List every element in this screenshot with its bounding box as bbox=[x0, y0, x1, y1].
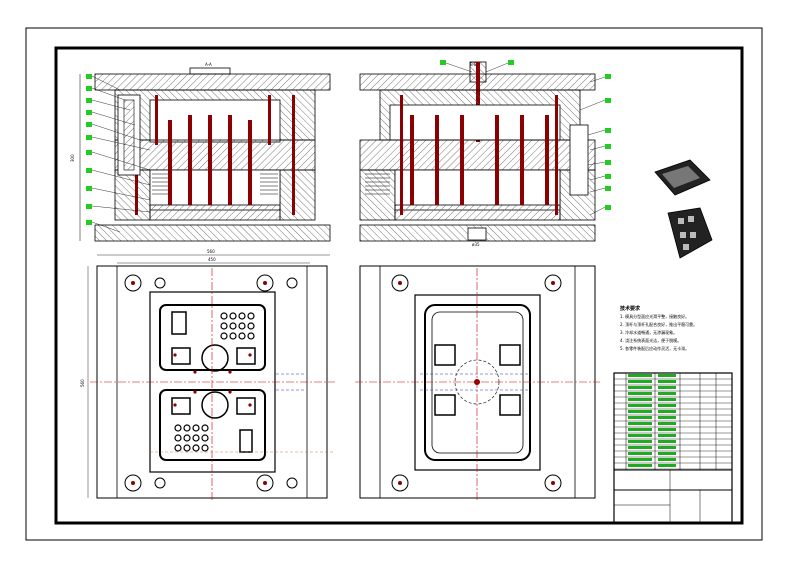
notes-title: 技术要求 bbox=[620, 305, 641, 312]
technical-requirements: 技术要求 1. 模具分型面应光滑平整，接触良好。 2. 顶杆与顶杆孔配合良好，推… bbox=[620, 305, 697, 351]
notes-line-2: 2. 顶杆与顶杆孔配合良好，推出平稳可靠。 bbox=[620, 321, 697, 327]
section-aa-label: A-A bbox=[205, 62, 212, 67]
notes-line-4: 4. 浇注系统表面光洁，便于脱模。 bbox=[620, 337, 681, 343]
side-section-view: B-B ø35 bbox=[359, 60, 611, 247]
notes-line-5: 5. 各零件装配后应动作灵活，无卡滞。 bbox=[620, 345, 689, 351]
inner-width-dim: 450 bbox=[208, 257, 216, 262]
front-section-view: A-A bbox=[70, 62, 331, 242]
front-height-dim: 300 bbox=[70, 154, 75, 162]
outer-border bbox=[25, 27, 763, 541]
fixed-half-plan-view bbox=[355, 265, 600, 500]
bottom-dim-label: ø35 bbox=[472, 242, 480, 247]
moving-half-plan-view: 560 450 560 bbox=[80, 249, 335, 500]
parts-list-table bbox=[613, 372, 733, 524]
notes-line-1: 1. 模具分型面应光滑平整，接触良好。 bbox=[620, 313, 689, 319]
notes-line-3: 3. 冷却水道畅通，无渗漏现象。 bbox=[620, 329, 677, 335]
inner-frame bbox=[54, 46, 744, 525]
overall-width-dim: 560 bbox=[207, 249, 215, 254]
plan-height-dim: 560 bbox=[80, 379, 85, 387]
part-isometric-views bbox=[654, 159, 713, 259]
